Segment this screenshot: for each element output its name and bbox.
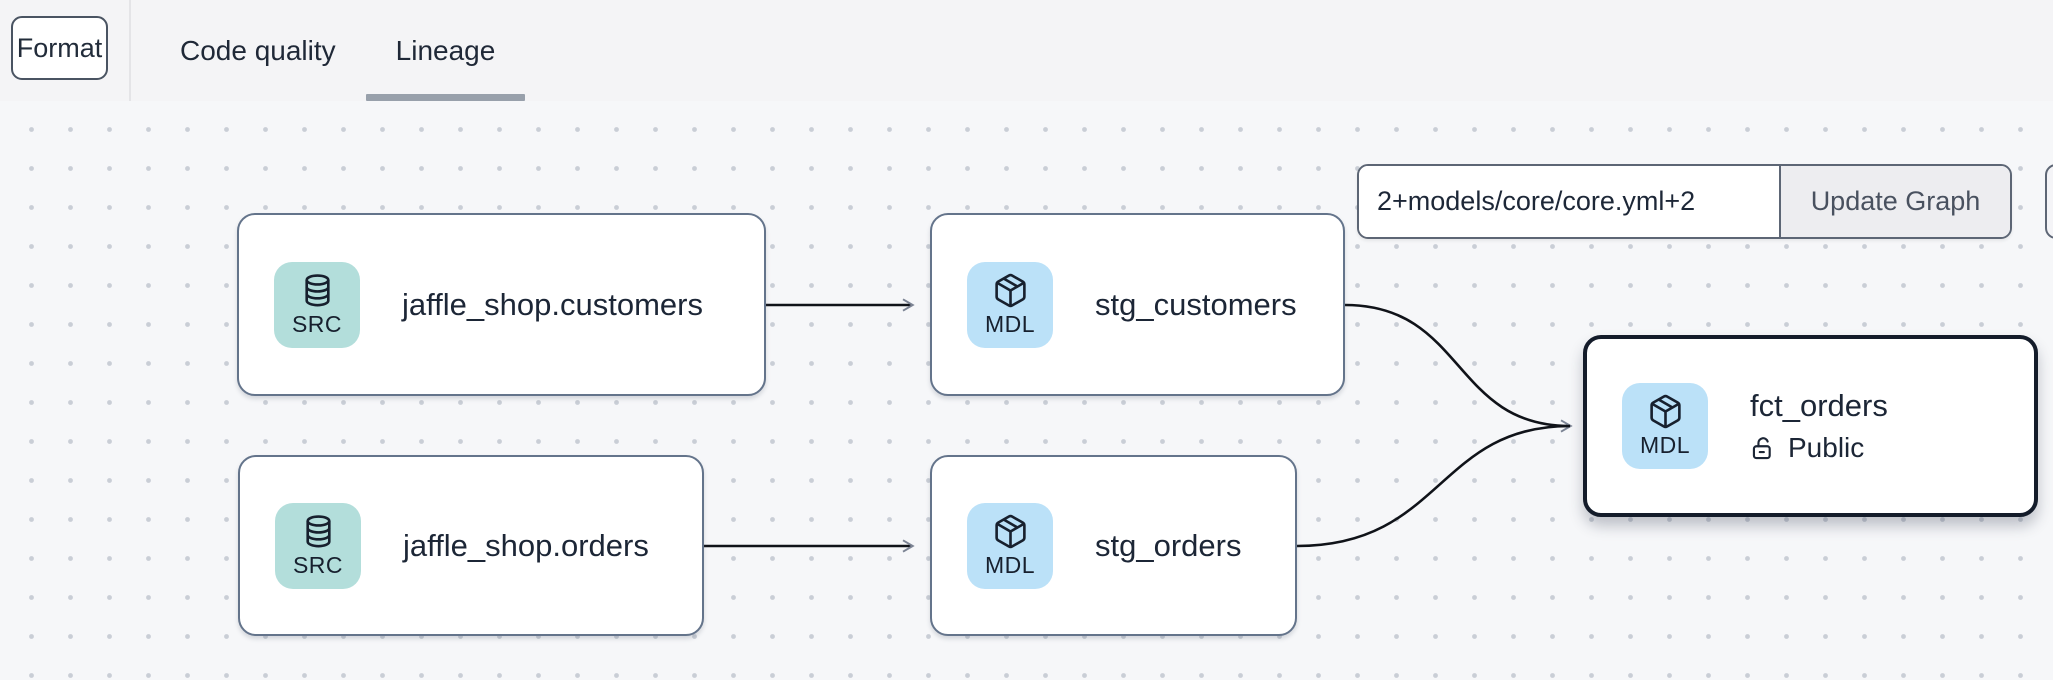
node-jaffle-shop-orders[interactable]: SRC jaffle_shop.orders [238, 455, 704, 636]
edge-stg-orders-to-fct-orders [1296, 424, 1571, 548]
format-button[interactable]: Format [11, 16, 108, 80]
node-label: jaffle_shop.orders [403, 527, 649, 563]
badge-type-label: SRC [292, 551, 344, 578]
edge-stg-customers-to-fct-orders [1344, 303, 1573, 433]
database-icon [305, 514, 331, 547]
node-label: fct_orders [1750, 388, 1888, 423]
lock-open-icon [1752, 436, 1771, 459]
partial-button[interactable] [2045, 164, 2053, 239]
badge-type-label: SRC [291, 310, 343, 337]
tab-lineage[interactable]: Lineage [365, 0, 526, 101]
node-label: stg_customers [1095, 286, 1297, 322]
access-label: Public [1788, 432, 1865, 463]
node-stg-orders[interactable]: MDL stg_orders [930, 455, 1297, 636]
update-graph-button[interactable]: Update Graph [1779, 166, 2010, 237]
lineage-selector-group: Update Graph [1357, 164, 2012, 239]
editor-topbar: Format Code quality Lineage [0, 0, 2053, 101]
database-icon [304, 273, 330, 306]
badge-type-label: MDL [984, 310, 1036, 337]
tab-code-quality[interactable]: Code quality [180, 34, 336, 66]
cube-icon [1649, 394, 1681, 429]
cube-icon [994, 514, 1026, 548]
access-row: Public [1750, 432, 1888, 464]
node-label: jaffle_shop.customers [402, 286, 703, 322]
cube-icon [994, 273, 1026, 307]
node-fct-orders[interactable]: MDL fct_orders Public [1583, 335, 2038, 517]
topbar-divider [129, 0, 131, 101]
model-type-badge: MDL [1622, 383, 1708, 469]
badge-type-label: MDL [1639, 432, 1691, 458]
lineage-selector-input[interactable] [1359, 166, 1779, 237]
source-type-badge: SRC [275, 502, 361, 589]
node-jaffle-shop-customers[interactable]: SRC jaffle_shop.customers [237, 213, 766, 396]
badge-type-label: MDL [984, 551, 1036, 578]
node-stg-customers[interactable]: MDL stg_customers [930, 213, 1345, 396]
node-label: stg_orders [1095, 527, 1242, 563]
editor-tabs: Code quality Lineage [150, 0, 525, 101]
model-type-badge: MDL [967, 502, 1053, 589]
lineage-canvas[interactable]: SRC jaffle_shop.customers MDL stg_custom… [0, 101, 2053, 680]
model-type-badge: MDL [967, 261, 1053, 348]
source-type-badge: SRC [274, 261, 360, 348]
